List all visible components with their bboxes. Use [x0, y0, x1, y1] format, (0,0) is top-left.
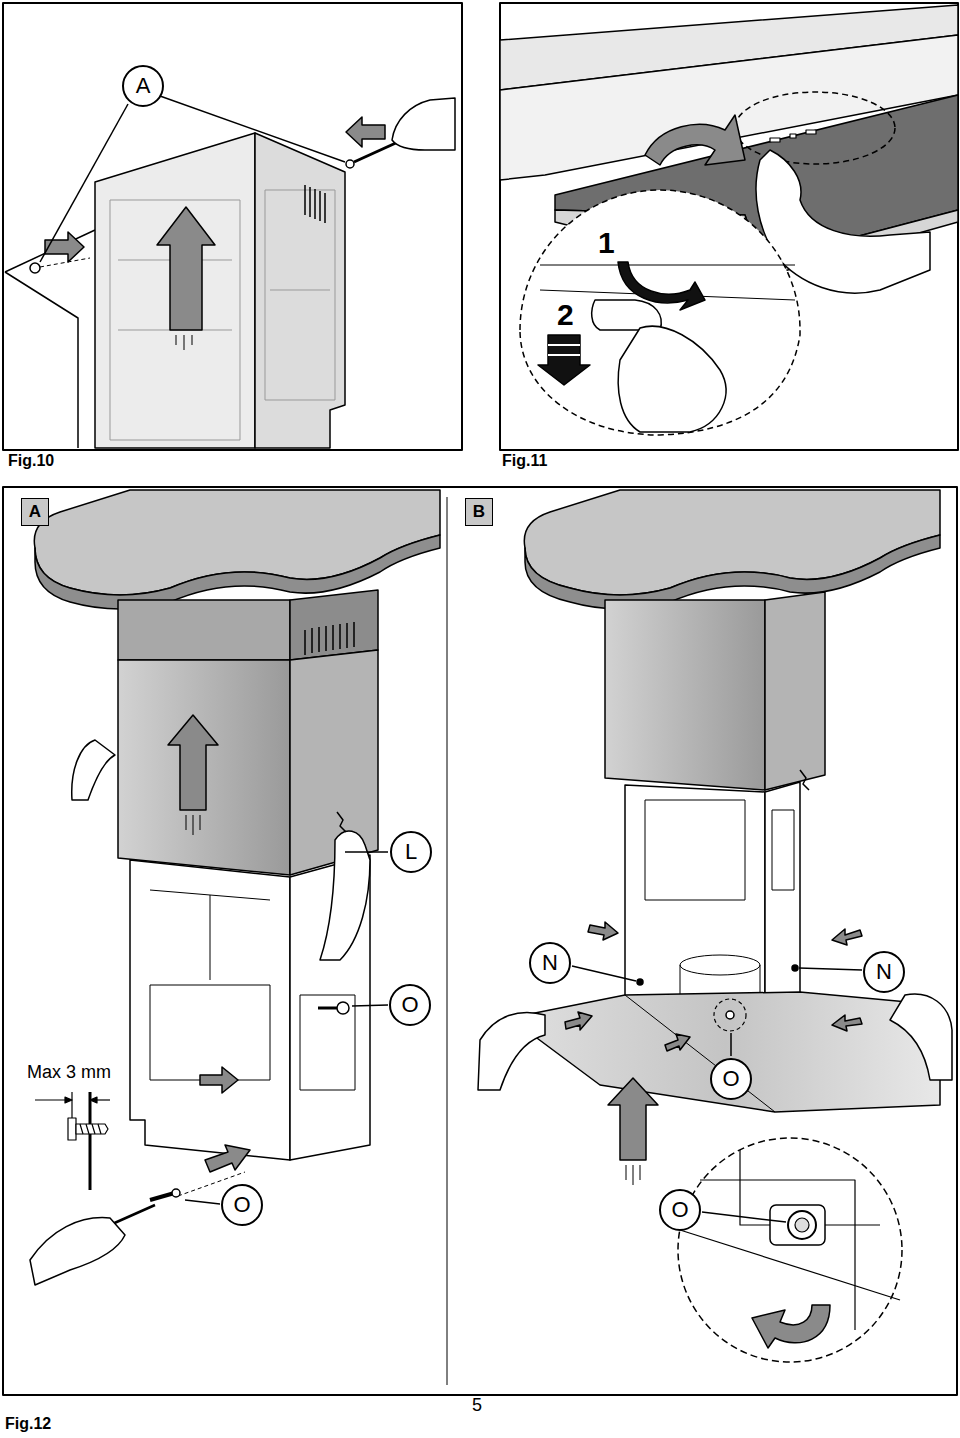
figure-caption: Fig.12	[5, 1415, 51, 1433]
callout-circle: O	[710, 1058, 752, 1100]
callout-circle: O	[389, 984, 431, 1026]
page-number: 5	[472, 1395, 482, 1416]
callout-letter: N	[876, 959, 892, 985]
callout-circle: N	[863, 951, 905, 993]
callout-letter: B	[473, 502, 485, 522]
callout-circle: A	[122, 65, 164, 107]
fig11-panel	[500, 3, 958, 450]
callout-letter: O	[401, 992, 418, 1018]
callout-letter: L	[405, 839, 417, 865]
fig10-panel	[3, 3, 462, 450]
callout-letter: O	[722, 1066, 739, 1092]
panel-tag: B	[465, 498, 493, 526]
callout-circle: O	[221, 1184, 263, 1226]
figure-caption: Fig.10	[8, 452, 54, 470]
callout-letter: O	[233, 1192, 250, 1218]
figure-caption: Fig.11	[502, 452, 547, 470]
callout-letter: O	[671, 1197, 688, 1223]
fig12-panel	[3, 487, 957, 1395]
callout-circle: O	[659, 1189, 701, 1231]
step-number: 2	[557, 298, 574, 332]
callout-circle: L	[390, 831, 432, 873]
callout-circle: N	[529, 942, 571, 984]
callout-letter: A	[29, 502, 41, 522]
step-number: 1	[598, 226, 615, 260]
callout-letter: A	[136, 73, 151, 99]
dimension-label: Max 3 mm	[27, 1062, 111, 1083]
callout-letter: N	[542, 950, 558, 976]
panel-tag: A	[21, 498, 49, 526]
